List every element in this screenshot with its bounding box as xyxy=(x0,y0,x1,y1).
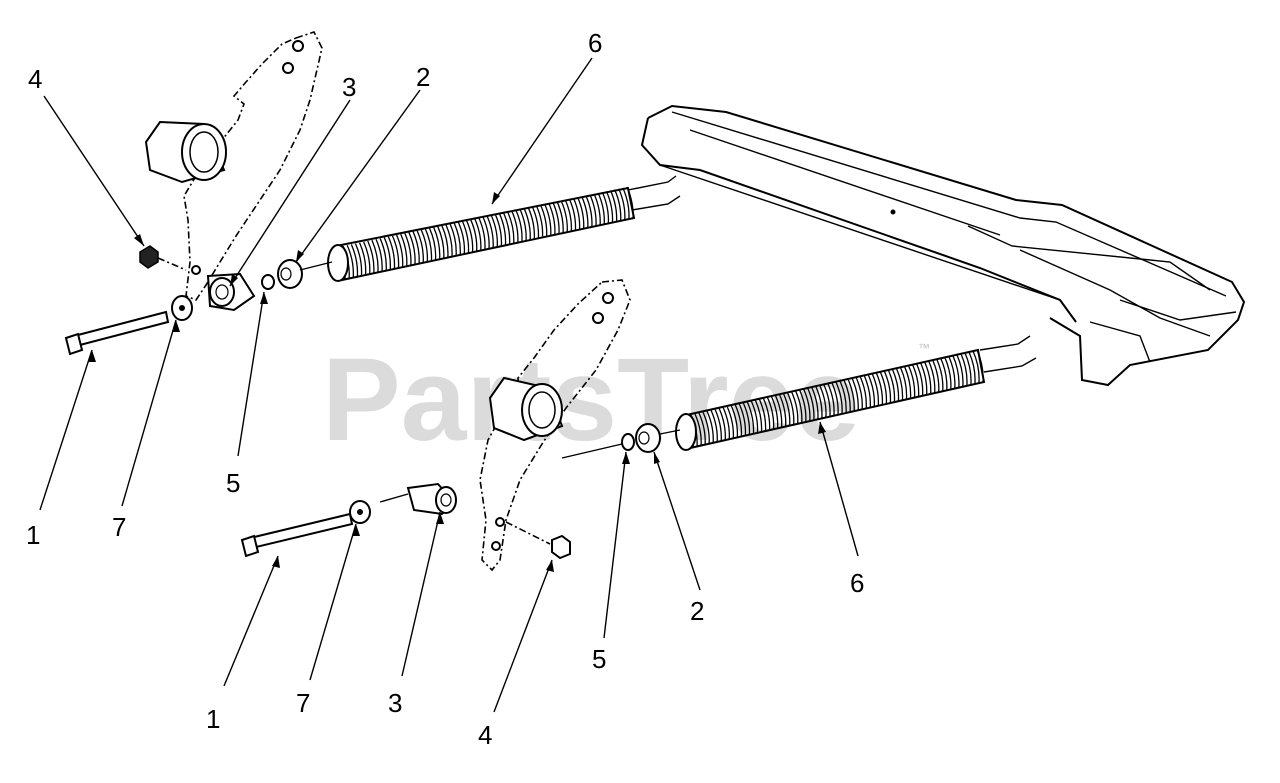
lower-hardware xyxy=(240,423,681,560)
leader-lines xyxy=(39,57,859,713)
callout-top-5: 5 xyxy=(226,468,240,498)
lower-pivot-tube xyxy=(488,376,564,442)
callout-top-4: 4 xyxy=(28,64,42,94)
callout-bottom-7: 7 xyxy=(296,688,310,718)
upper-hardware xyxy=(64,245,333,356)
callout-bottom-1: 1 xyxy=(206,704,220,734)
upper-bracket-plate xyxy=(183,31,323,301)
callout-bottom-6: 6 xyxy=(850,568,864,598)
callout-top-3: 3 xyxy=(342,72,356,102)
callout-labels: 4 3 2 6 1 7 5 6 2 5 1 7 3 4 xyxy=(26,28,864,750)
callout-top-6: 6 xyxy=(588,28,602,58)
frame-rail xyxy=(640,104,1246,387)
callout-top-1: 1 xyxy=(26,520,40,550)
upper-spring xyxy=(327,175,681,282)
lower-bracket-plate xyxy=(479,279,631,572)
callout-bottom-5: 5 xyxy=(592,644,606,674)
upper-pivot-tube xyxy=(144,120,227,184)
watermark-text: PartsTree xyxy=(322,334,860,466)
lower-spring xyxy=(675,335,1037,451)
callout-bottom-2: 2 xyxy=(690,596,704,626)
callout-top-2: 2 xyxy=(416,62,430,92)
watermark-trademark: ™ xyxy=(918,341,930,355)
callout-top-7: 7 xyxy=(112,512,126,542)
callout-bottom-4: 4 xyxy=(478,720,492,750)
callout-bottom-3: 3 xyxy=(388,688,402,718)
